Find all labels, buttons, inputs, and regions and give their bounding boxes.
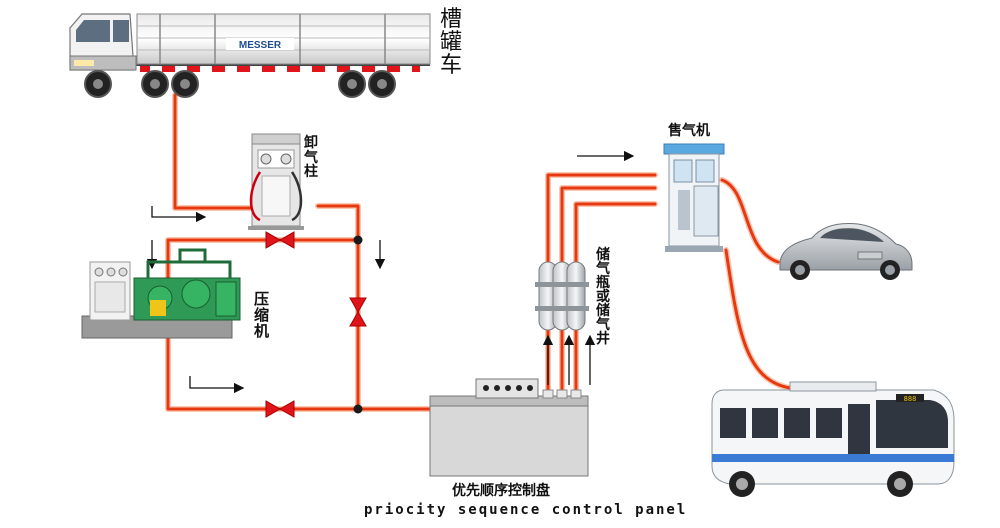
flow-arrows (146, 150, 635, 394)
pipe-loop (166, 204, 360, 411)
pipe-truck-to-post (173, 93, 252, 210)
control-panel-label-cn: 优先顺序控制盘 (452, 483, 550, 499)
control-panel-icon (429, 378, 589, 477)
valve-icon (349, 297, 367, 327)
unloading-post-icon (248, 133, 304, 230)
car-icon (779, 223, 913, 280)
pipe-dispenser-to-car (720, 178, 780, 264)
bus-route-number: 888 (904, 395, 917, 403)
junction-node (353, 404, 363, 414)
valve-icon (265, 231, 295, 249)
tanker-truck-icon: MESSER (69, 13, 431, 98)
sales-dispenser-label: 售气机 (668, 123, 710, 139)
tanker-brand: MESSER (239, 40, 282, 51)
bus-icon: 888 (711, 381, 955, 497)
tanker-truck-label: 槽罐车 (440, 7, 463, 79)
gas-dispenser-icon (663, 143, 725, 252)
control-panel-label-en: priocity sequence control panel (364, 502, 688, 518)
junction-node (353, 235, 363, 245)
compressor-icon (81, 248, 241, 339)
storage-label: 储气瓶 或储气 井 (596, 247, 610, 347)
valve-icon (265, 400, 295, 418)
pipe-dispenser-to-bus (724, 248, 792, 390)
unloading-post-label: 卸气柱 (304, 135, 318, 181)
compressor-label: 压缩机 (254, 290, 270, 340)
pipe-panel-to-dispenser-3 (574, 202, 657, 397)
storage-cylinders-icon (535, 261, 589, 331)
